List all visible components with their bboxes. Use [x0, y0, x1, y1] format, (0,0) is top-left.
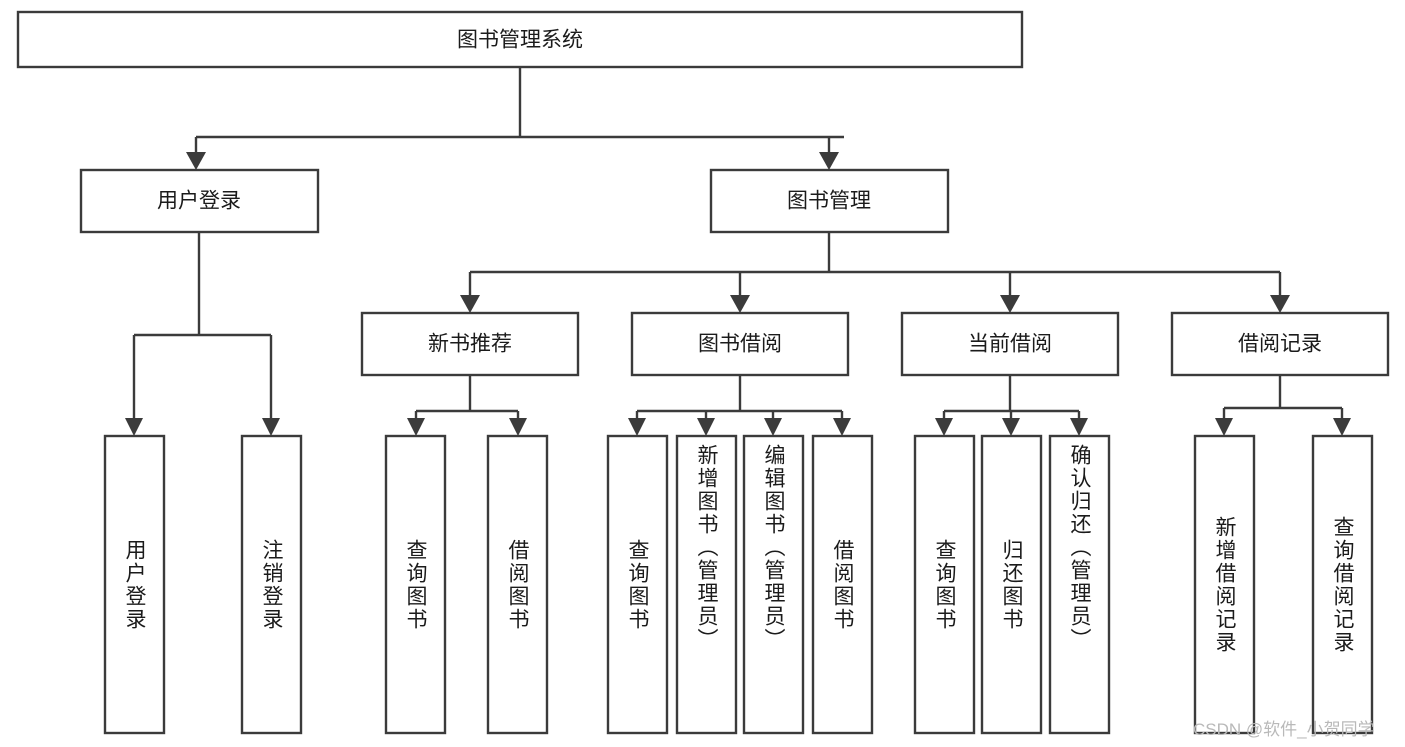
arrow-head-icon	[186, 152, 206, 170]
leaf-box-query-borrow-record[interactable]	[1311, 434, 1374, 735]
node-new-book-recommend-box[interactable]	[360, 311, 580, 377]
node-current-borrow-box[interactable]	[900, 311, 1120, 377]
connector-user-login-to-leaves	[125, 232, 280, 436]
arrow-head-icon	[819, 152, 839, 170]
leaf-box-query-book-rec[interactable]	[384, 434, 447, 735]
arrow-head-icon	[1215, 418, 1233, 436]
node-book-management[interactable]: 图书管理	[709, 168, 950, 234]
node-book-borrow[interactable]: 图书借阅	[630, 311, 850, 377]
arrow-head-icon	[407, 418, 425, 436]
node-user-login[interactable]: 用户登录	[79, 168, 320, 234]
node-borrow-record[interactable]: 借阅记录	[1170, 311, 1390, 377]
node-current-borrow-label: 当前借阅	[968, 333, 1052, 356]
node-new-book-recommend[interactable]: 新书推荐	[360, 311, 580, 377]
connector-borrow-record-to-leaves	[1215, 375, 1351, 436]
arrow-head-icon	[125, 418, 143, 436]
node-new-book-recommend-label: 新书推荐	[428, 333, 512, 356]
leaf-box-add-book-admin[interactable]	[675, 434, 738, 735]
leaf-box-confirm-return-admin[interactable]	[1048, 434, 1111, 735]
connector-book-mgmt-to-level3	[460, 232, 1290, 313]
arrow-head-icon	[460, 295, 480, 313]
leaf-box-edit-book-admin[interactable]	[742, 434, 805, 735]
arrow-head-icon	[509, 418, 527, 436]
arrow-head-icon	[1270, 295, 1290, 313]
leaf-box-user-login[interactable]	[103, 434, 166, 735]
node-book-management-box[interactable]	[709, 168, 950, 234]
arrow-head-icon	[1002, 418, 1020, 436]
node-book-borrow-box[interactable]	[630, 311, 850, 377]
connector-root-to-level2	[186, 67, 844, 170]
node-root[interactable]: 图书管理系统	[16, 10, 1024, 69]
leaf-box-borrow-book[interactable]	[811, 434, 874, 735]
arrow-head-icon	[935, 418, 953, 436]
arrow-head-icon	[1000, 295, 1020, 313]
leaf-box-return-book[interactable]	[980, 434, 1043, 735]
connector-current-borrow-to-leaves	[935, 375, 1088, 436]
arrow-head-icon	[764, 418, 782, 436]
node-root-label: 图书管理系统	[457, 29, 583, 52]
node-borrow-record-label: 借阅记录	[1238, 333, 1322, 356]
arrow-head-icon	[262, 418, 280, 436]
connector-book-borrow-to-leaves	[628, 375, 851, 436]
node-user-login-box[interactable]	[79, 168, 320, 234]
node-current-borrow[interactable]: 当前借阅	[900, 311, 1120, 377]
arrow-head-icon	[730, 295, 750, 313]
arrow-head-icon	[1070, 418, 1088, 436]
arrow-head-icon	[833, 418, 851, 436]
arrow-head-icon	[1333, 418, 1351, 436]
csdn-watermark: CSDN @软件_小贺同学	[1193, 720, 1375, 739]
node-root-box[interactable]	[16, 10, 1024, 69]
arrow-head-icon	[697, 418, 715, 436]
leaf-box-add-borrow-record[interactable]	[1193, 434, 1256, 735]
arrow-head-icon	[628, 418, 646, 436]
node-borrow-record-box[interactable]	[1170, 311, 1390, 377]
leaf-box-logout[interactable]	[240, 434, 303, 735]
leaf-box-borrow-book-rec[interactable]	[486, 434, 549, 735]
leaf-box-query-book-borrow[interactable]	[606, 434, 669, 735]
leaf-box-query-book-current[interactable]	[913, 434, 976, 735]
connector-new-book-rec-to-leaves	[407, 375, 527, 436]
node-book-management-label: 图书管理	[787, 190, 871, 213]
node-book-borrow-label: 图书借阅	[698, 333, 782, 356]
node-user-login-label: 用户登录	[157, 190, 241, 213]
